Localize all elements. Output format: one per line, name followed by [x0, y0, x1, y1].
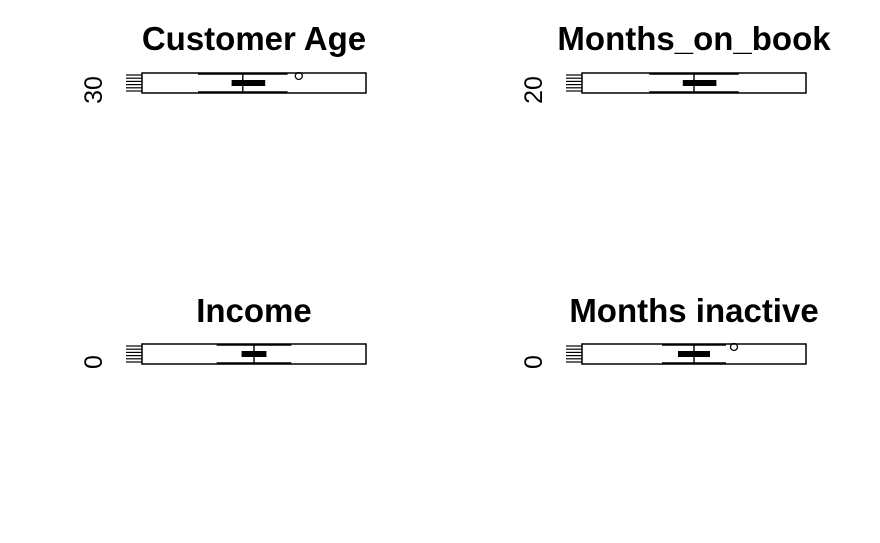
box — [678, 351, 710, 357]
y-tick-label: 0 — [520, 355, 548, 369]
boxplot — [198, 71, 303, 93]
panel-title: Months_on_book — [557, 20, 831, 57]
panel-income: Income 0 — [80, 292, 367, 369]
y-axis — [566, 74, 582, 92]
plot-frame — [581, 343, 807, 365]
box — [241, 351, 267, 357]
plot-frame — [141, 72, 367, 94]
y-tick-label: 30 — [80, 76, 108, 104]
panel-months-inactive: Months inactive 0 — [520, 292, 819, 369]
panel-title: Income — [196, 292, 312, 329]
y-axis — [566, 345, 582, 363]
y-tick-label: 20 — [520, 76, 548, 104]
y-axis — [126, 74, 142, 92]
panel-months-on-book: Months_on_book 20 — [520, 20, 831, 104]
boxplot — [662, 342, 739, 364]
panel-title: Months inactive — [569, 292, 818, 329]
box — [682, 80, 717, 86]
y-tick-label: 0 — [80, 355, 108, 369]
outlier-point — [294, 71, 303, 81]
panel-customer-age: Customer Age 30 — [80, 20, 367, 104]
y-axis — [126, 345, 142, 363]
plot-frame — [141, 343, 367, 365]
panel-title: Customer Age — [142, 20, 366, 57]
outlier-point — [729, 342, 739, 352]
boxplot — [649, 73, 739, 93]
box — [231, 80, 266, 86]
plot-frame — [581, 72, 807, 94]
boxplot — [216, 344, 292, 364]
